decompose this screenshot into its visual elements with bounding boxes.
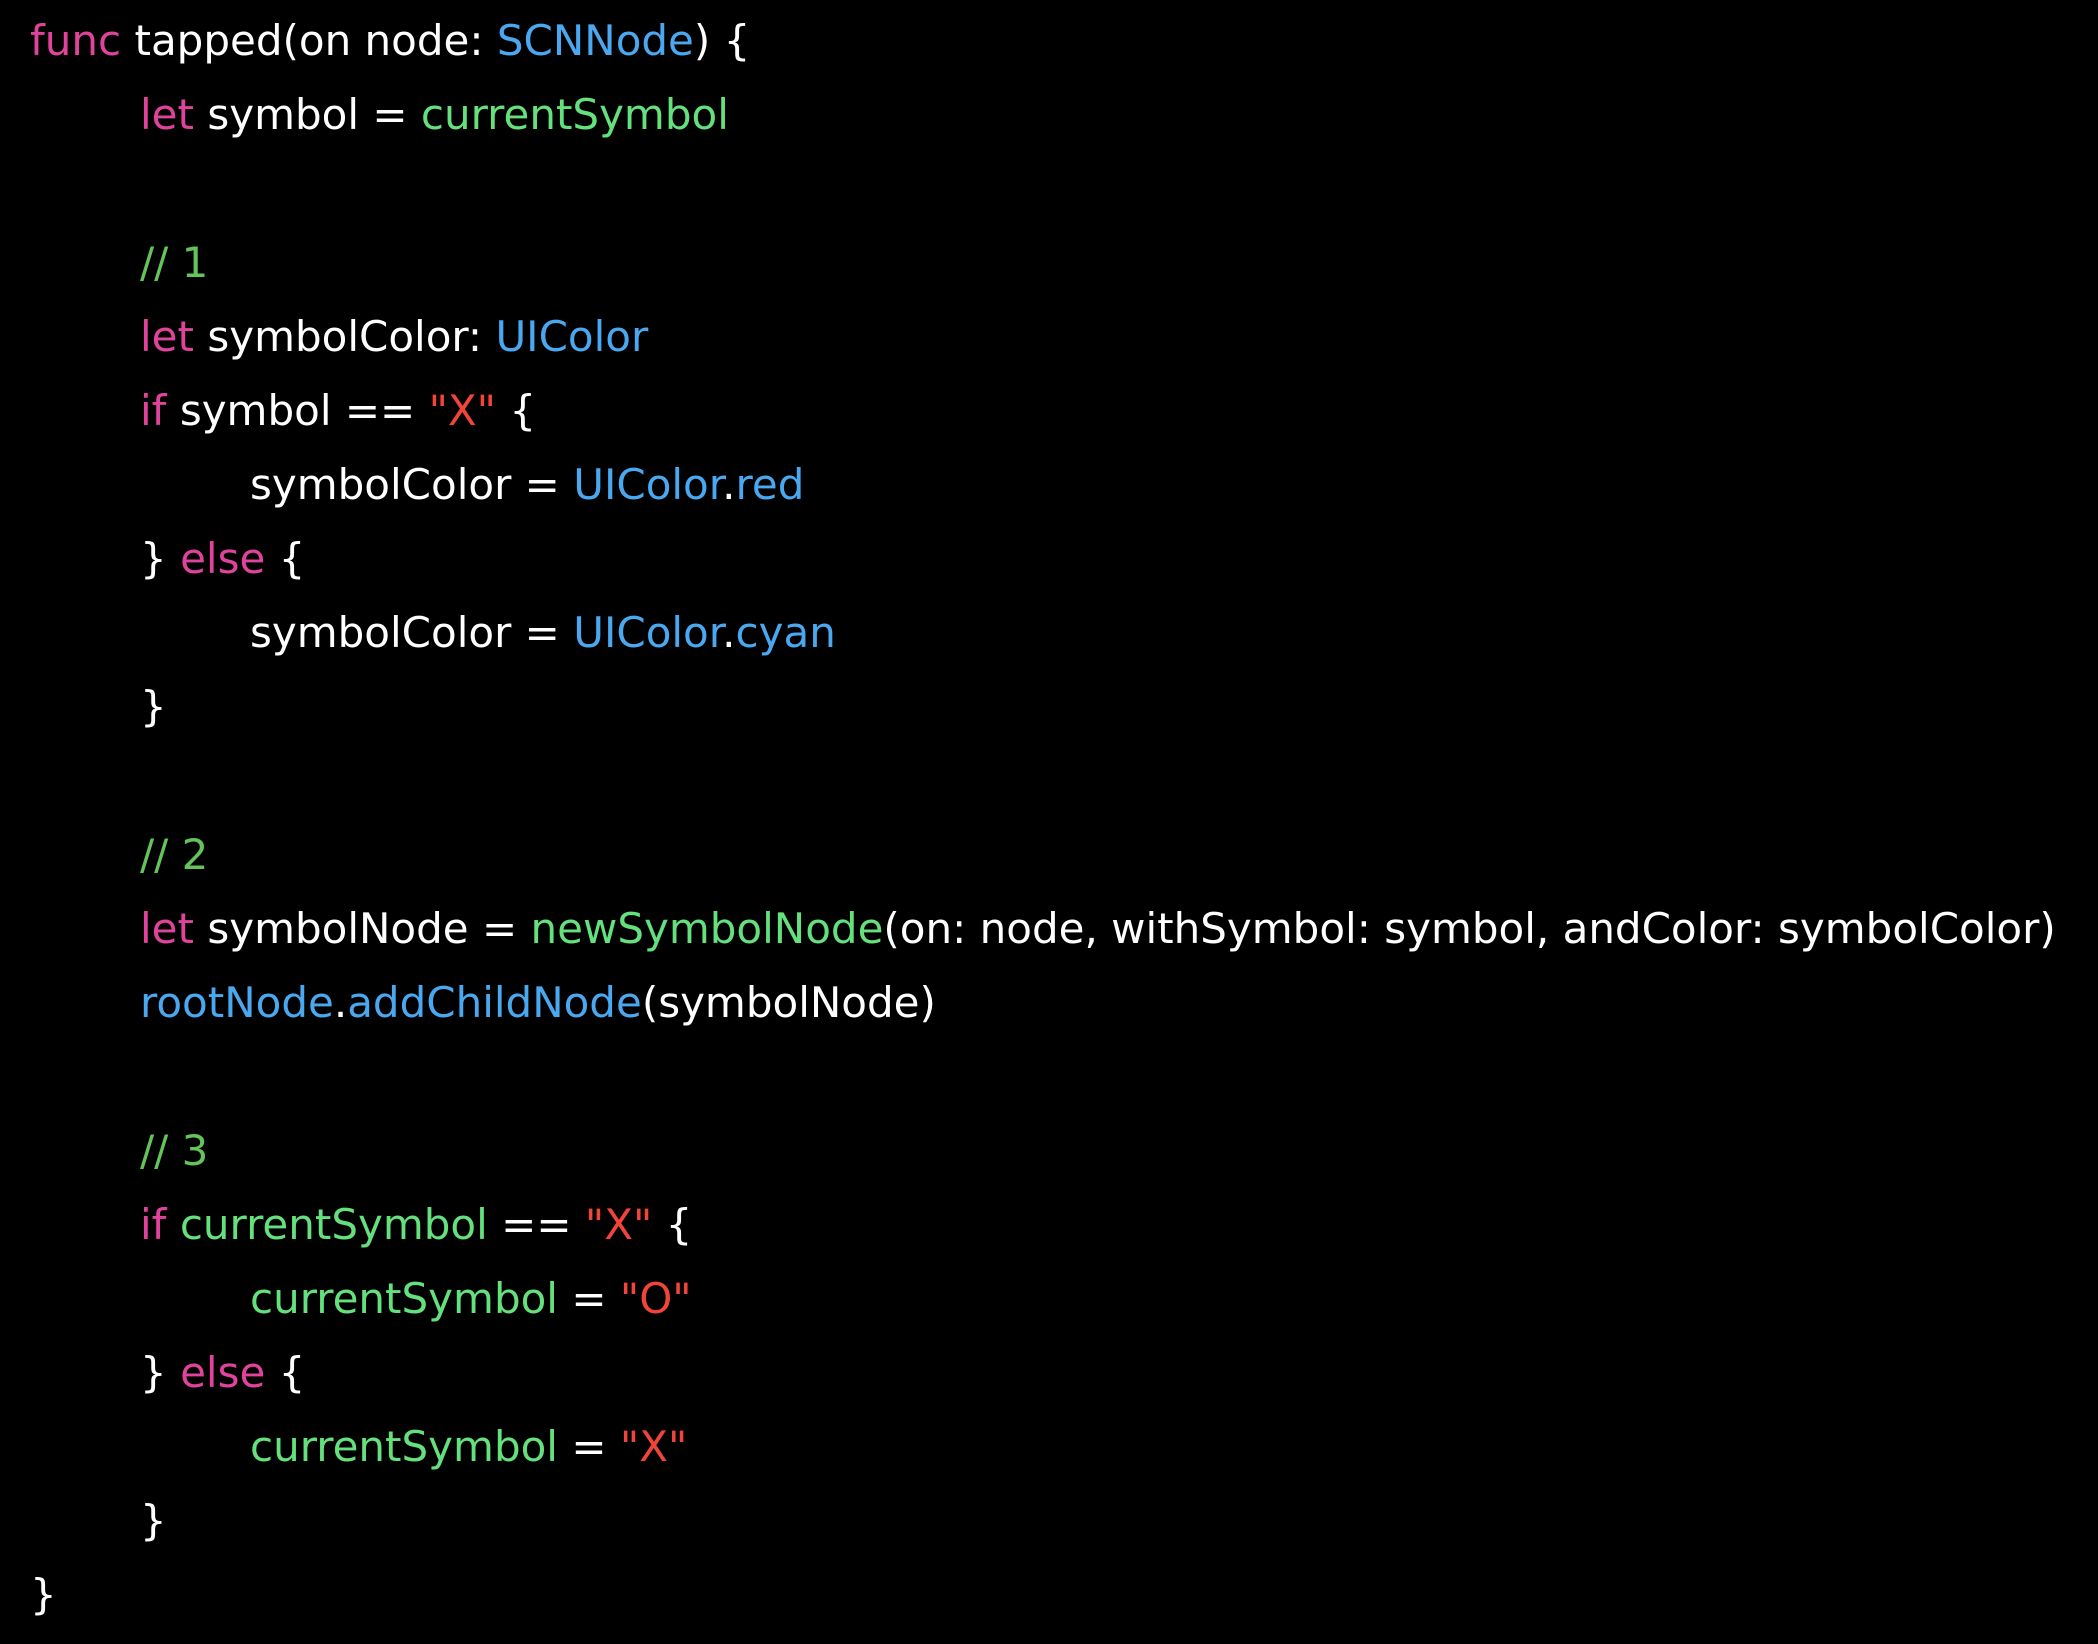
code-token-plain: == bbox=[487, 1200, 585, 1249]
code-token-plain: { bbox=[265, 1348, 306, 1397]
code-token-keyword: let bbox=[140, 312, 194, 361]
code-token-identifier: currentSymbol bbox=[250, 1274, 558, 1323]
code-token-type: cyan bbox=[735, 608, 836, 657]
code-line: let symbolNode = newSymbolNode(on: node,… bbox=[140, 892, 2056, 966]
code-line: symbolColor = UIColor.cyan bbox=[250, 596, 836, 670]
code-token-type: addChildNode bbox=[347, 978, 642, 1027]
code-token-plain: symbolColor: bbox=[193, 312, 496, 361]
code-token-keyword: else bbox=[180, 1348, 266, 1397]
code-line: currentSymbol = "O" bbox=[250, 1262, 692, 1336]
code-token-plain: . bbox=[333, 978, 348, 1027]
code-token-plain: } bbox=[140, 1348, 181, 1397]
code-line: } bbox=[140, 1484, 167, 1558]
code-line: let symbol = currentSymbol bbox=[140, 78, 729, 152]
code-token-string: "X" bbox=[428, 386, 497, 435]
code-token-type: UIColor bbox=[573, 608, 723, 657]
code-token-type: SCNNode bbox=[496, 16, 694, 65]
code-token-plain: ) { bbox=[693, 16, 751, 65]
code-token-identifier: currentSymbol bbox=[420, 90, 729, 139]
code-token-keyword: func bbox=[30, 16, 122, 65]
code-token-type: UIColor bbox=[495, 312, 649, 361]
code-line: // 2 bbox=[140, 818, 208, 892]
code-token-keyword: else bbox=[180, 534, 266, 583]
code-line: let symbolColor: UIColor bbox=[140, 300, 648, 374]
code-token-string: "X" bbox=[584, 1200, 653, 1249]
code-token-comment: // 2 bbox=[140, 830, 209, 879]
code-token-plain: symbolNode = bbox=[193, 904, 531, 953]
code-token-plain: . bbox=[722, 460, 736, 509]
code-token-plain: tapped(on node: bbox=[121, 16, 497, 65]
code-token-identifier: newSymbolNode bbox=[530, 904, 884, 953]
code-line: func tapped(on node: SCNNode) { bbox=[30, 4, 750, 78]
code-line: if currentSymbol == "X" { bbox=[140, 1188, 692, 1262]
code-line: } bbox=[30, 1558, 57, 1632]
code-token-plain: (symbolNode) bbox=[641, 978, 936, 1027]
code-token-comment: // 3 bbox=[140, 1126, 209, 1175]
code-token-plain: = bbox=[557, 1422, 620, 1471]
code-line: currentSymbol = "X" bbox=[250, 1410, 687, 1484]
code-token-plain: symbol = bbox=[193, 90, 421, 139]
code-token-plain: = bbox=[557, 1274, 620, 1323]
code-line: } else { bbox=[140, 522, 305, 596]
code-token-keyword: if bbox=[140, 386, 167, 435]
code-line: symbolColor = UIColor.red bbox=[250, 448, 804, 522]
code-token-plain: (on: node, withSymbol: symbol, andColor:… bbox=[883, 904, 2056, 953]
code-token-plain: symbolColor = bbox=[250, 608, 574, 657]
code-token-plain: . bbox=[722, 608, 736, 657]
code-token-keyword: let bbox=[140, 904, 194, 953]
code-token-keyword: if bbox=[140, 1200, 167, 1249]
code-token-plain: } bbox=[140, 682, 167, 731]
code-token-plain: symbolColor = bbox=[250, 460, 574, 509]
code-token-plain bbox=[166, 1200, 179, 1249]
code-token-plain: } bbox=[140, 534, 181, 583]
code-token-plain: { bbox=[265, 534, 306, 583]
code-line: } bbox=[140, 670, 167, 744]
code-token-plain: { bbox=[496, 386, 537, 435]
code-token-plain: } bbox=[30, 1570, 57, 1619]
code-token-string: "X" bbox=[619, 1422, 688, 1471]
code-line: if symbol == "X" { bbox=[140, 374, 536, 448]
code-line: } else { bbox=[140, 1336, 305, 1410]
code-line: // 1 bbox=[140, 226, 208, 300]
code-token-comment: // 1 bbox=[140, 238, 209, 287]
code-token-identifier: currentSymbol bbox=[179, 1200, 488, 1249]
code-token-identifier: currentSymbol bbox=[250, 1422, 558, 1471]
code-token-keyword: let bbox=[140, 90, 194, 139]
code-line: rootNode.addChildNode(symbolNode) bbox=[140, 966, 936, 1040]
code-token-type: rootNode bbox=[140, 978, 334, 1027]
code-token-plain: { bbox=[652, 1200, 693, 1249]
code-token-plain: } bbox=[140, 1496, 167, 1545]
code-token-string: "O" bbox=[619, 1274, 692, 1323]
code-token-plain: symbol == bbox=[166, 386, 429, 435]
code-token-type: UIColor bbox=[573, 460, 723, 509]
code-line: // 3 bbox=[140, 1114, 208, 1188]
code-token-type: red bbox=[735, 460, 805, 509]
